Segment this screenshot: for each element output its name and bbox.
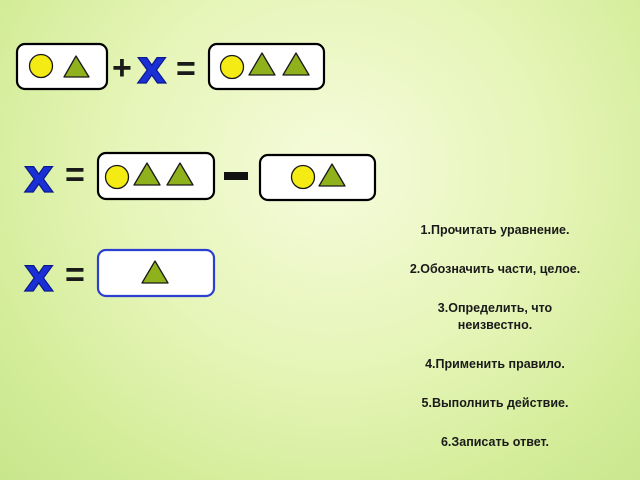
circle-icon [290,164,316,190]
whole-box [96,151,216,201]
step-item: 3.Определить, что неизвестно. [437,301,553,332]
triangle-icon [166,162,194,186]
step-item: 1.Прочитать уравнение. [420,223,570,237]
unknown-x: x [24,248,54,300]
triangle-icon [318,163,346,187]
unknown-x: x [137,40,167,94]
triangle-icon [141,260,169,284]
equation-row-3: x = [23,247,216,300]
triangle-icon [248,52,276,76]
triangle-icon [133,162,161,186]
equation-row-1: + x = [15,39,326,95]
circle-icon [28,53,54,79]
step-item: 5.Выполнить действие. [421,396,569,410]
equation-row-2: x = [23,148,377,204]
minus-sign [224,172,248,180]
step-item: 6.Записать ответ. [440,435,550,449]
step-item: 2.Обозначить части, целое. [409,262,581,276]
plus-sign: + [112,49,132,87]
triangle-icon [282,52,310,76]
part-box-known [258,153,377,202]
equals-sign: = [65,156,85,194]
triangle-icon [63,55,90,78]
solution-steps-list: 1.Прочитать уравнение. 2.Обозначить част… [380,222,610,473]
step-item: 4.Применить правило. [425,357,565,371]
circle-icon [219,54,245,80]
equals-sign: = [65,256,85,294]
equals-sign: = [176,50,196,88]
unknown-x: x [24,149,54,203]
equation-diagram: + x = x = x = [15,39,377,300]
circle-icon [104,164,130,190]
